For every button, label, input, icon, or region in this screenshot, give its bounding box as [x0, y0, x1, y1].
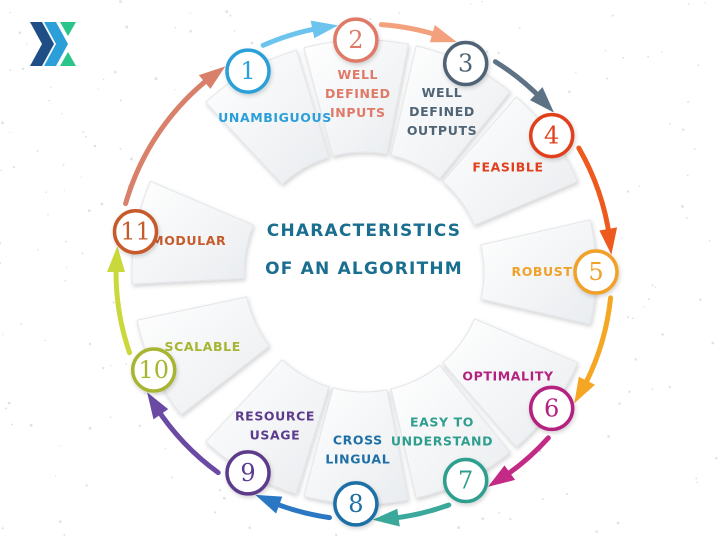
item-label-7: UNDERSTAND	[391, 434, 493, 449]
item-label-2: DEFINED	[325, 86, 391, 101]
item-label-9: USAGE	[250, 428, 301, 443]
number-badge-6: 6	[528, 385, 575, 432]
number-text-3: 3	[458, 50, 473, 78]
number-badge-8: 8	[333, 481, 379, 527]
arrow-head-5	[574, 376, 595, 404]
number-text-10: 10	[138, 356, 169, 384]
number-text-7: 7	[458, 467, 473, 495]
number-text-11: 11	[120, 218, 151, 246]
item-label-3: WELL	[422, 85, 463, 100]
number-text-2: 2	[348, 26, 363, 54]
number-badge-layer: 1 2 3 4 5 6 7 8 9 10 11	[112, 17, 619, 527]
item-label-8: CROSS	[333, 432, 383, 447]
number-badge-11: 11	[112, 208, 159, 255]
item-label-2: INPUTS	[330, 105, 386, 120]
label-layer: UNAMBIGUOUS WELL DEFINED INPUTS WELL DEFINED O…	[151, 67, 572, 466]
number-text-1: 1	[240, 57, 255, 85]
ring-segment-6	[500, 435, 551, 481]
number-badge-9: 9	[225, 450, 271, 496]
item-label-4: FEASIBLE	[472, 159, 543, 174]
arrow-head-3	[530, 87, 554, 113]
number-badge-1: 1	[225, 48, 271, 94]
arrow-head-9	[147, 392, 169, 420]
item-label-1: UNAMBIGUOUS	[218, 110, 332, 125]
arrow-head-1	[310, 20, 339, 39]
item-label-5: ROBUST	[511, 264, 572, 279]
item-label-10: SCALABLE	[165, 339, 241, 354]
number-text-4: 4	[544, 122, 559, 150]
ring-segment-10	[113, 260, 132, 356]
ring-segment-11	[123, 74, 214, 207]
ring-segment-7	[387, 502, 452, 522]
arrow-head-11	[198, 66, 226, 89]
arrow-head-2	[429, 25, 457, 43]
tile-2	[303, 39, 409, 157]
x-logo-icon	[30, 22, 76, 66]
item-label-11: MODULAR	[151, 233, 226, 248]
center-title: CHARACTERISTICS OF AN ALGORITHM	[265, 221, 463, 279]
ring-segment-1	[260, 25, 324, 48]
ring-segment-2	[378, 22, 444, 39]
item-label-8: LINGUAL	[325, 451, 390, 466]
number-text-6: 6	[544, 394, 559, 422]
tile-11	[131, 180, 255, 285]
arrow-head-7	[372, 508, 400, 527]
number-badge-10: 10	[130, 347, 177, 393]
item-label-2: WELL	[337, 67, 378, 82]
arrow-head-10	[107, 246, 125, 272]
item-label-3: DEFINED	[409, 104, 475, 119]
ring-segment-8	[268, 499, 332, 521]
number-badge-4: 4	[528, 112, 575, 159]
number-badge-7: 7	[442, 457, 489, 504]
arrow-ring	[107, 20, 618, 527]
number-badge-5: 5	[573, 249, 619, 295]
number-text-5: 5	[588, 258, 603, 286]
arrow-head-6	[488, 465, 516, 487]
item-label-9: RESOURCE	[235, 409, 315, 424]
title-line-1: CHARACTERISTICS	[267, 221, 461, 241]
tile-8	[303, 387, 409, 505]
arrow-head-8	[255, 494, 283, 514]
number-badge-2: 2	[333, 17, 379, 63]
number-text-9: 9	[240, 459, 255, 487]
item-label-6: OPTIMALITY	[462, 369, 554, 384]
arrow-head-4	[599, 227, 618, 255]
title-line-2: OF AN ALGORITHM	[265, 259, 463, 279]
tile-5	[480, 219, 597, 325]
item-label-7: EASY TO	[410, 415, 474, 430]
item-label-3: OUTPUTS	[407, 123, 477, 138]
number-text-8: 8	[348, 490, 363, 518]
number-badge-3: 3	[442, 40, 489, 87]
